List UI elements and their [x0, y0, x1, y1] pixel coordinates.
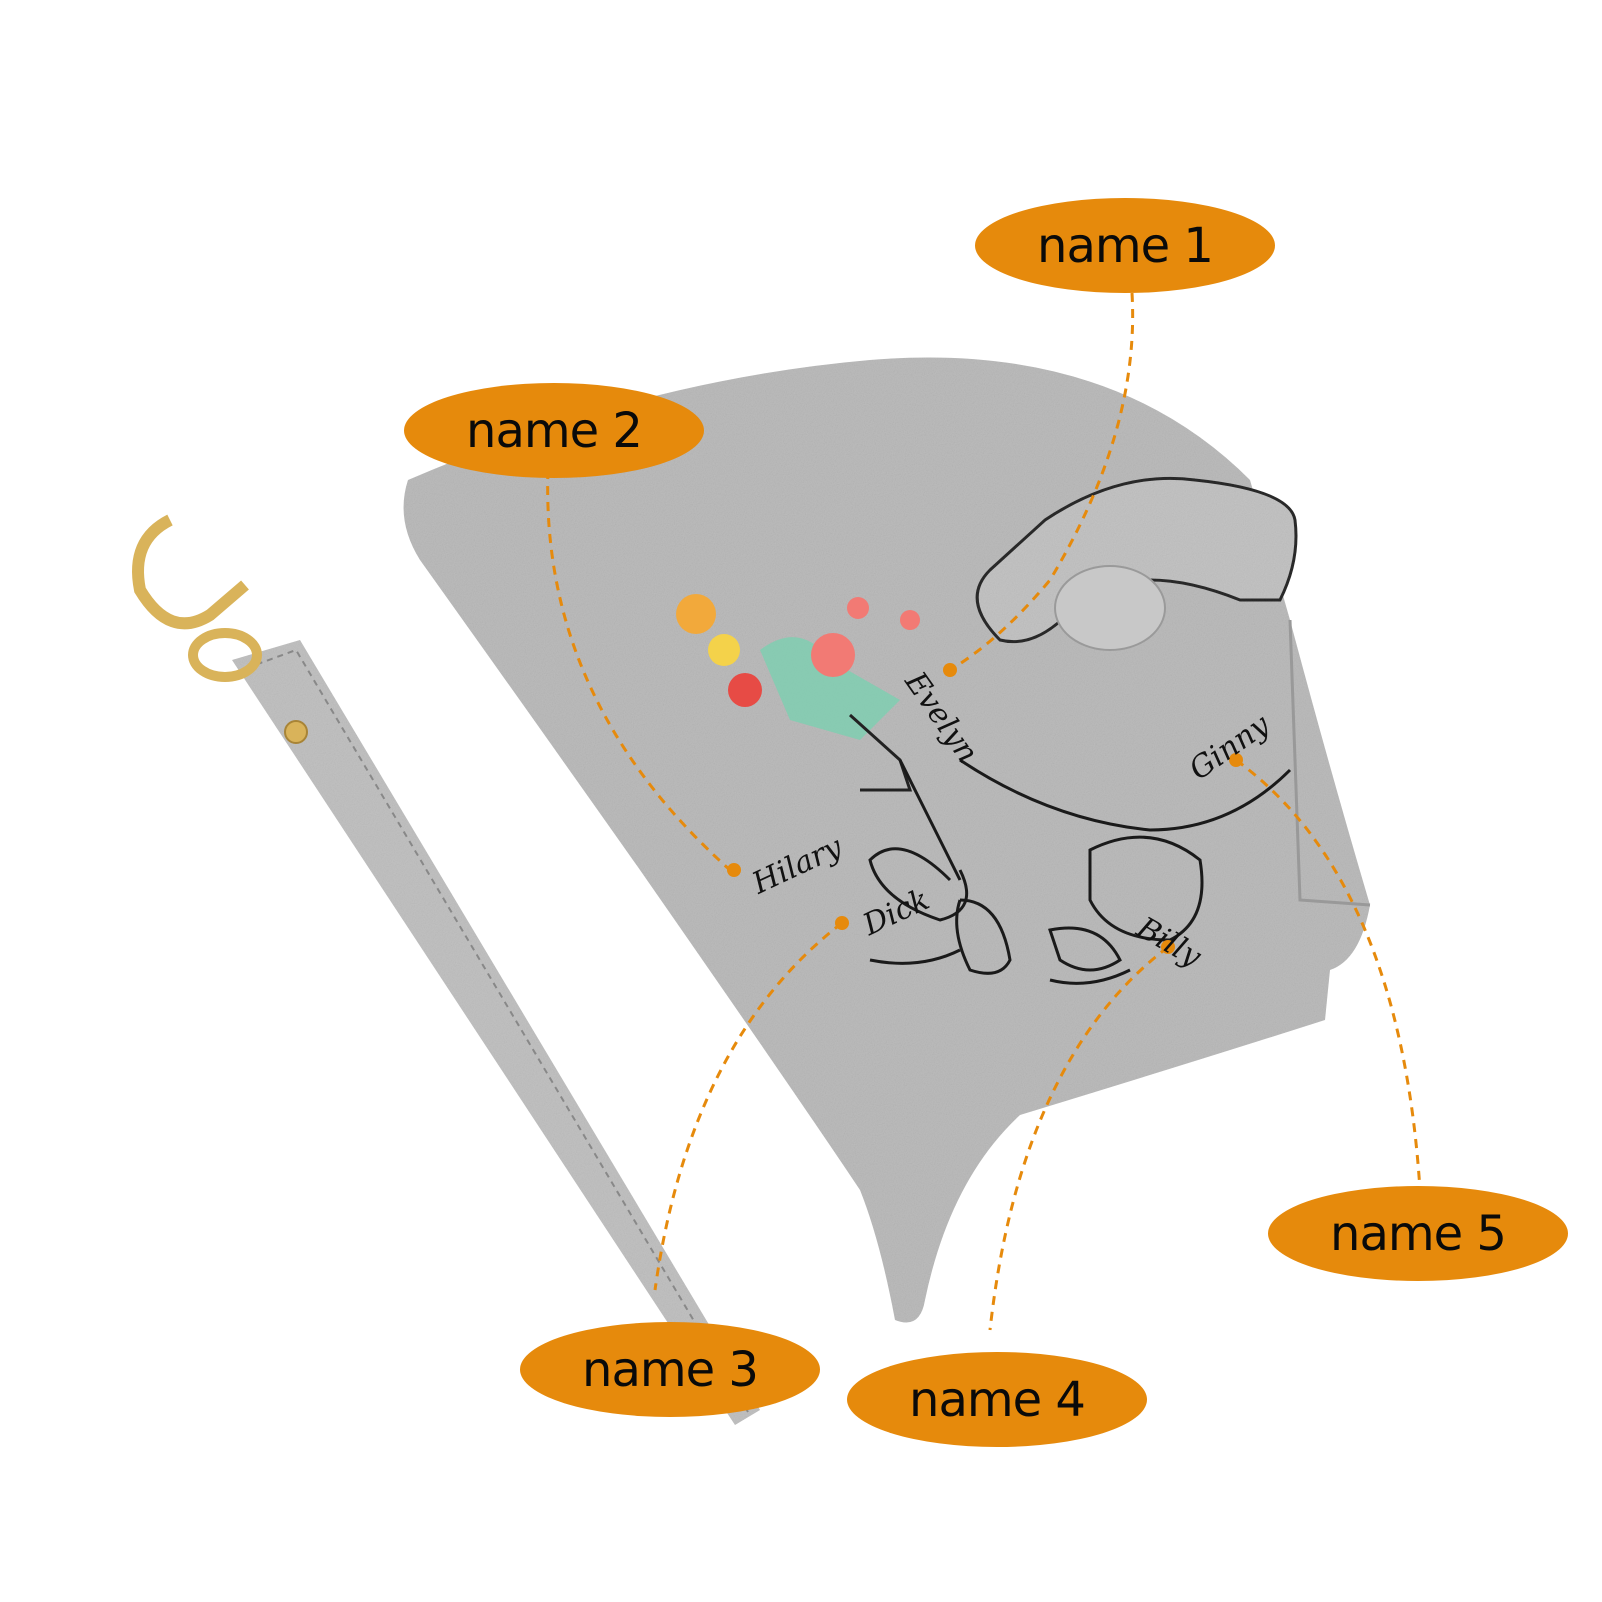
callout-dots [727, 663, 1243, 954]
clasp-hook-icon [132, 514, 249, 630]
callout-label-name-1: name 1 [975, 198, 1275, 293]
wrist-strap [132, 514, 760, 1425]
callout-label-name-2: name 2 [404, 383, 704, 478]
callout-label-name-5: name 5 [1268, 1186, 1568, 1281]
clasp-ring-icon [188, 628, 262, 682]
callout-label-name-4: name 4 [847, 1352, 1147, 1447]
flower-bouquet-icon [676, 594, 920, 792]
hands-line-art [868, 758, 1292, 985]
snap-button-icon [1054, 565, 1166, 651]
wallet-body [403, 357, 1371, 1323]
rivet-icon [284, 720, 308, 744]
callout-lines [546, 292, 1422, 1331]
callout-label-name-3: name 3 [520, 1322, 820, 1417]
